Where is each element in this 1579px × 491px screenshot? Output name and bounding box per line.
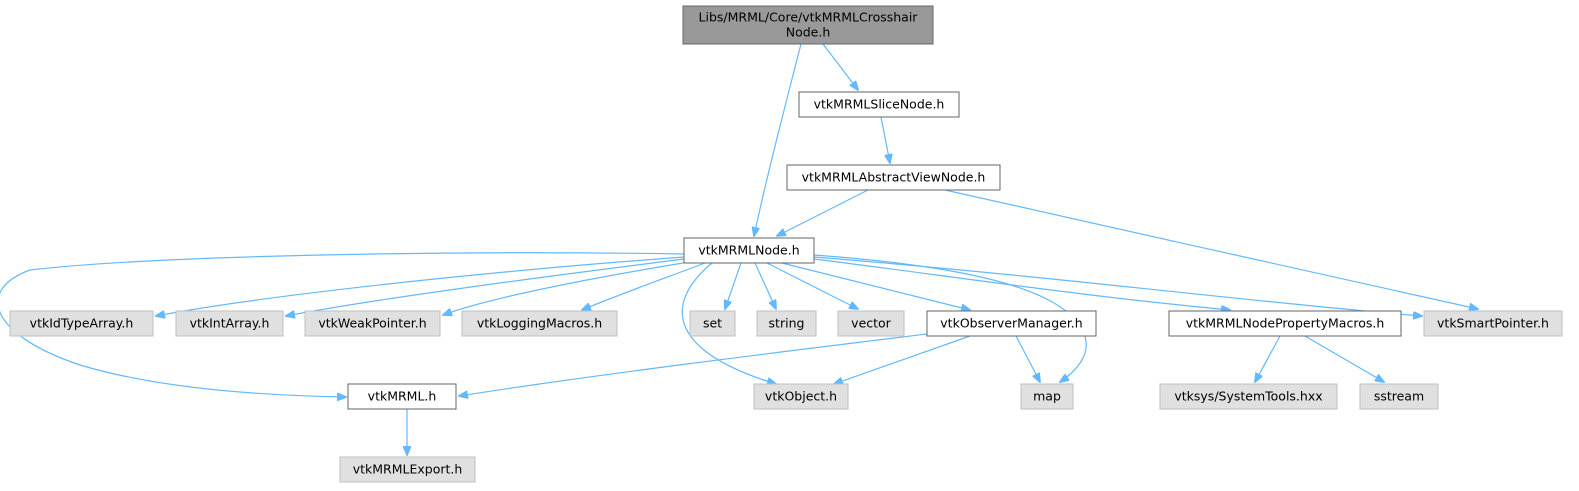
node-node[interactable]: vtkMRMLNode.h [683, 237, 815, 264]
edge-node-to-idtype [156, 256, 685, 316]
edge-propmacros-to-sstream [1304, 335, 1384, 382]
edge-node-to-smart [813, 256, 1422, 316]
node-label: vtkSmartPointer.h [1437, 316, 1549, 331]
node-label: vtksys/SystemTools.hxx [1174, 389, 1322, 404]
node-abstract[interactable]: vtkMRMLAbstractViewNode.h [786, 164, 1001, 191]
node-map: map [1020, 383, 1074, 410]
node-intarray: vtkIntArray.h [175, 310, 284, 337]
edge-node-to-observer [781, 262, 970, 310]
node-systools: vtksys/SystemTools.hxx [1159, 383, 1338, 410]
node-string: string [756, 310, 817, 337]
node-slice[interactable]: vtkMRMLSliceNode.h [798, 91, 960, 118]
edge-node-to-propmacros [813, 258, 1230, 310]
node-label: vtkIntArray.h [190, 316, 270, 331]
node-export: vtkMRMLExport.h [339, 456, 476, 483]
node-vector: vector [837, 310, 905, 337]
node-label: vtkObject.h [765, 389, 837, 404]
node-label: string [769, 316, 805, 331]
node-box [175, 310, 284, 337]
node-label: vtkMRMLNodePropertyMacros.h [1186, 316, 1385, 331]
node-propmacros[interactable]: vtkMRMLNodePropertyMacros.h [1168, 310, 1402, 337]
node-box [1359, 383, 1439, 410]
node-box [1159, 383, 1338, 410]
edge-observer-to-map [1015, 335, 1040, 382]
edge-root-to-node [754, 43, 802, 236]
node-label: vtkLoggingMacros.h [477, 316, 602, 331]
node-box [461, 310, 618, 337]
node-box [683, 237, 815, 264]
edge-node-to-weak [443, 261, 690, 315]
edge-node-to-vector [766, 262, 858, 309]
node-box [339, 456, 476, 483]
node-label: vtkMRMLExport.h [353, 462, 463, 477]
node-label: vtkWeakPointer.h [318, 316, 426, 331]
node-label: map [1033, 389, 1061, 404]
edge-slice-to-abstract [880, 116, 890, 163]
node-box [9, 310, 154, 337]
node-idtype: vtkIdTypeArray.h [9, 310, 154, 337]
node-box [1423, 310, 1563, 337]
node-label: set [703, 316, 722, 331]
node-label: vtkIdTypeArray.h [30, 316, 134, 331]
node-box [689, 310, 736, 337]
node-mrml[interactable]: vtkMRML.h [347, 383, 457, 410]
node-box [798, 91, 960, 118]
node-label: vtkObserverManager.h [940, 316, 1082, 331]
node-label: vector [851, 316, 892, 331]
edge-node-to-object [681, 262, 776, 384]
node-box [926, 310, 1097, 337]
node-label: vtkMRML.h [368, 389, 437, 404]
edge-node-to-mrml [0, 252, 685, 397]
node-box [1020, 383, 1074, 410]
node-smart: vtkSmartPointer.h [1423, 310, 1563, 337]
node-sstream: sstream [1359, 383, 1439, 410]
edge-node-to-set [725, 262, 742, 309]
node-label: Node.h [786, 25, 831, 40]
node-logging: vtkLoggingMacros.h [461, 310, 618, 337]
node-label: vtkMRMLSliceNode.h [814, 97, 945, 112]
node-weak: vtkWeakPointer.h [304, 310, 441, 337]
edge-observer-to-object [834, 335, 971, 384]
edge-node-to-map [813, 254, 1087, 382]
edge-node-to-string [754, 262, 776, 309]
edge-propmacros-to-systools [1255, 335, 1281, 382]
node-label: sstream [1374, 389, 1424, 404]
edge-node-to-intarray [286, 258, 685, 316]
edge-abstract-to-node [777, 189, 869, 236]
node-box [753, 383, 849, 410]
node-label: vtkMRMLNode.h [698, 243, 799, 258]
edge-node-to-logging [582, 262, 706, 310]
node-label: Libs/MRML/Core/vtkMRMLCrosshair [699, 10, 919, 25]
node-box [347, 383, 457, 410]
node-box [786, 164, 1001, 191]
edge-root-to-slice [822, 43, 858, 90]
node-box [756, 310, 817, 337]
edge-observer-to-mrml [459, 333, 928, 396]
node-set: set [689, 310, 736, 337]
node-label: vtkMRMLAbstractViewNode.h [802, 170, 986, 185]
node-box [837, 310, 905, 337]
edge-abstract-to-smart [944, 189, 1478, 309]
node-box [682, 5, 934, 45]
edge-layer [0, 43, 1478, 455]
node-observer[interactable]: vtkObserverManager.h [926, 310, 1097, 337]
node-box [1168, 310, 1402, 337]
node-box [304, 310, 441, 337]
node-object: vtkObject.h [753, 383, 849, 410]
